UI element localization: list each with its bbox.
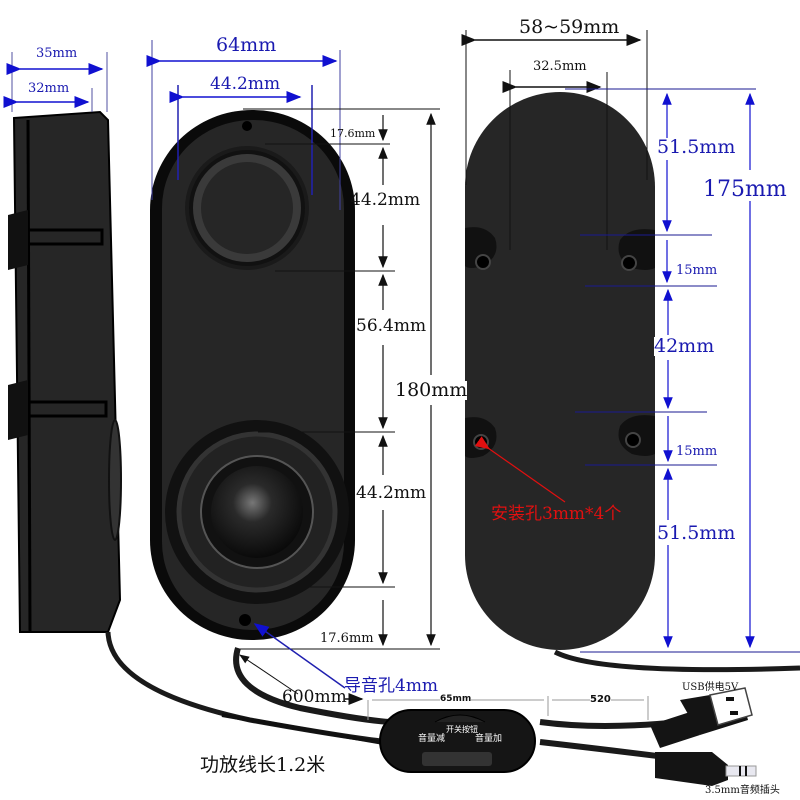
amp-cable-length-label: 功放线长1.2米 [200, 754, 326, 776]
inline-controller [379, 709, 536, 773]
cables [105, 631, 800, 763]
side-view [3, 52, 122, 633]
speaker-cable-length-label: 600mm [282, 687, 347, 707]
usb-power-label: USB供电5V [682, 682, 739, 693]
front-lower-speaker-label: 44.2mm [356, 483, 427, 503]
side-width-inner-label: 32mm [28, 81, 70, 96]
audio-jack [655, 752, 757, 786]
usb-plug [650, 687, 753, 748]
top-hole [242, 121, 252, 131]
front-upper-speaker-label: 44.2mm [350, 190, 421, 210]
tail-length-label: 520 [590, 694, 611, 705]
volume-down-label: 音量减 [418, 734, 446, 744]
controller-length-label: 65mm [440, 694, 472, 704]
front-middle-gap-label: 56.4mm [356, 316, 427, 336]
back-seg2-label: 15mm [676, 263, 718, 278]
sound-hole-label: 导音孔4mm [344, 676, 439, 696]
front-bottom-margin-label: 17.6mm [320, 631, 374, 646]
front-view [146, 40, 440, 689]
back-seg1-label: 51.5mm [657, 136, 736, 158]
front-top-margin-label: 17.6mm [330, 127, 376, 140]
sound-hole [239, 614, 251, 626]
back-seg5-label: 51.5mm [657, 522, 736, 544]
front-speaker-diameter-label: 44.2mm [210, 74, 281, 94]
back-height-label: 175mm [703, 177, 787, 202]
front-height-label: 180mm [395, 379, 468, 401]
back-width-label: 58~59mm [519, 16, 620, 38]
back-seg4-label: 15mm [676, 444, 718, 459]
audio-plug-label: 3.5mm音频插头 [705, 785, 780, 796]
volume-up-label: 音量加 [475, 734, 503, 744]
side-width-outer-label: 35mm [36, 46, 78, 61]
mount-hole-label: 安装孔3mm*4个 [491, 504, 622, 524]
back-seg3-label: 42mm [654, 335, 715, 357]
front-width-label: 64mm [216, 34, 277, 56]
back-view [461, 30, 800, 653]
power-button-label: 开关按钮 [446, 725, 478, 734]
back-hole-spacing-label: 32.5mm [533, 59, 587, 74]
